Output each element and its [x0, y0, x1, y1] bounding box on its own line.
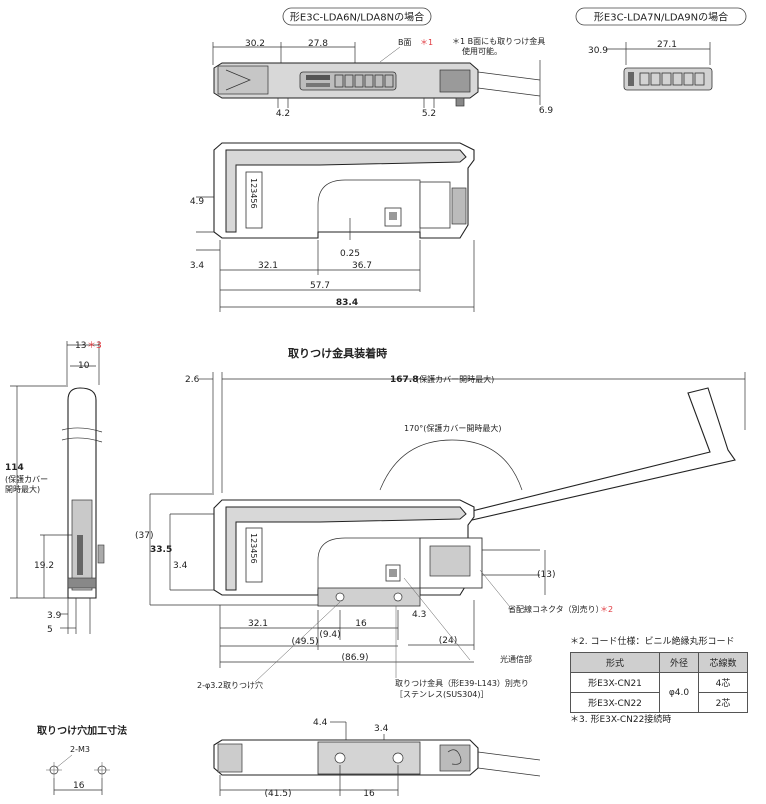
dim-mount-2-6: 2.6 — [185, 375, 200, 385]
dim-mount-3-4: 3.4 — [173, 561, 188, 571]
dim-side-0-25: 0.25 — [340, 249, 360, 259]
cord-note: ＊2. コード仕様：ビニル絶縁丸形コード — [570, 635, 734, 647]
dim-mount-13: (13) — [537, 570, 555, 580]
dim-6-9: 6.9 — [539, 106, 554, 116]
dim-side-32-1: 32.1 — [258, 261, 278, 271]
dim-bottom-41-5: (41.5) — [264, 789, 291, 799]
spec-cell-diameter: φ4.0 — [659, 672, 699, 713]
callout-hole: 2-φ3.2取りつけ穴 — [197, 680, 263, 690]
dim-mount-167-8: 167.8 — [390, 375, 418, 385]
dim-angle: 170°(保護カバー開時最大) — [404, 423, 502, 433]
dim-mount-167-8-note: (保護カバー開時最大) — [416, 374, 494, 384]
dim-left-13-mark: ＊3 — [87, 341, 102, 351]
top-view: 30.2 27.8 B面 ＊1 ＊1 B面にも取りつけ金具 使用可能。 4.2 — [212, 36, 554, 119]
dim-side-4-9: 4.9 — [190, 197, 205, 207]
dim-27-1: 27.1 — [657, 40, 677, 50]
dim-bottom-4-4: 4.4 — [313, 718, 328, 728]
dim-mount-37: (37) — [135, 531, 153, 541]
callout-bracket-2: ［ステンレス(SUS304)］ — [395, 690, 489, 699]
digit-display — [334, 74, 394, 88]
dim-mount-33-5: 33.5 — [150, 545, 172, 555]
spec-header-diameter: 外径 — [659, 652, 699, 673]
dim-side-36-7: 36.7 — [352, 261, 372, 271]
b-face-mark: ＊1 — [420, 38, 433, 47]
dim-left-5: 5 — [47, 625, 53, 635]
mount-title: 取りつけ金具装着時 — [288, 346, 387, 360]
note1-line1: ＊1 B面にも取りつけ金具 — [452, 36, 545, 46]
note3: ＊3. 形E3X-CN22接続時 — [570, 713, 671, 725]
dim-mount-86-9: (86.9) — [341, 653, 368, 663]
spec-cell-model-2: 形E3X-CN22 — [570, 692, 660, 713]
dim-side-3-4: 3.4 — [190, 261, 205, 271]
callout-bracket-1: 取りつけ金具（形E39-L143）別売り — [395, 678, 529, 688]
dim-mount-4-3: 4.3 — [412, 610, 426, 620]
table-row: 形E3X-CN21 φ4.0 4芯 — [570, 672, 748, 713]
bottom-view: 4.4 3.4 (41.5) 16 — [213, 718, 541, 799]
spec-cell-cores-1: 4芯 — [698, 672, 748, 693]
spec-cell-model-1: 形E3X-CN21 — [570, 672, 660, 693]
table-row: 形E3X-CN22 2芯 — [570, 692, 748, 713]
dim-27-8: 27.8 — [308, 39, 328, 49]
dim-mount-9-4: (9.4) — [319, 630, 340, 640]
dim-left-114: 114 — [5, 463, 24, 473]
digits-side: 123456 — [249, 178, 258, 209]
dim-30-9: 30.9 — [588, 46, 608, 56]
dim-4-2: 4.2 — [276, 109, 290, 119]
hole-16: 16 — [73, 781, 85, 791]
dim-mount-16: 16 — [355, 619, 367, 629]
dim-left-3-9: 3.9 — [47, 611, 62, 621]
note1-line2: 使用可能。 — [462, 46, 502, 56]
top-left-pill-label: 形E3C-LDA6N/LDA8Nの場合 — [290, 11, 424, 24]
spec-table: 形式 外径 芯線数 形E3X-CN21 φ4.0 4芯 形E3X-CN22 2芯 — [570, 652, 748, 713]
dim-mount-49-5: (49.5) — [291, 637, 318, 647]
dim-side-57-7: 57.7 — [310, 281, 330, 291]
spec-header-cores: 芯線数 — [698, 652, 748, 673]
dim-bottom-16: 16 — [363, 789, 375, 799]
dim-5-2: 5.2 — [422, 109, 436, 119]
dim-side-83-4: 83.4 — [336, 298, 358, 308]
top-right-view: 30.9 27.1 — [588, 40, 713, 91]
dim-mount-32-1: 32.1 — [248, 619, 268, 629]
hole-pattern: 取りつけ穴加工寸法 2-M3 16 — [37, 724, 127, 795]
callout-connector: 省配線コネクタ（別売り） — [508, 604, 604, 614]
spec-cell-cores-2: 2芯 — [698, 692, 748, 713]
left-view: 13 ＊3 10 114 (保護カバー 開時最大) 19.2 3.9 5 — [5, 341, 105, 635]
callout-connector-mark: ＊2 — [600, 605, 613, 614]
top-left-pill: 形E3C-LDA6N/LDA8Nの場合 — [282, 7, 432, 26]
dim-30-2: 30.2 — [245, 39, 265, 49]
dim-mount-24: (24) — [439, 636, 457, 646]
hole-m3: 2-M3 — [70, 745, 90, 754]
dim-left-114-note2: 開時最大) — [5, 484, 40, 494]
mounted-view: 2.6 167.8 (保護カバー開時最大) 170°(保護カバー開時最大) 12… — [135, 372, 746, 699]
top-right-pill-label: 形E3C-LDA7N/LDA9Nの場合 — [594, 11, 728, 24]
hole-title: 取りつけ穴加工寸法 — [37, 724, 127, 737]
digits-mount: 123456 — [249, 533, 258, 564]
b-face-label: B面 — [398, 38, 412, 47]
side-view: 123456 4.9 3.4 0.25 32.1 36.7 57.7 83.4 — [190, 142, 475, 312]
dim-left-114-note1: (保護カバー — [5, 474, 48, 484]
spec-table-header-row: 形式 外径 芯線数 — [570, 652, 748, 673]
callout-optical: 光通信部 — [500, 654, 532, 664]
dim-left-10: 10 — [78, 361, 90, 371]
spec-header-model: 形式 — [570, 652, 660, 673]
dim-left-19-2: 19.2 — [34, 561, 54, 571]
dim-bottom-3-4: 3.4 — [374, 724, 389, 734]
dim-left-13: 13 — [75, 341, 86, 351]
top-right-pill: 形E3C-LDA7N/LDA9Nの場合 — [575, 7, 747, 26]
